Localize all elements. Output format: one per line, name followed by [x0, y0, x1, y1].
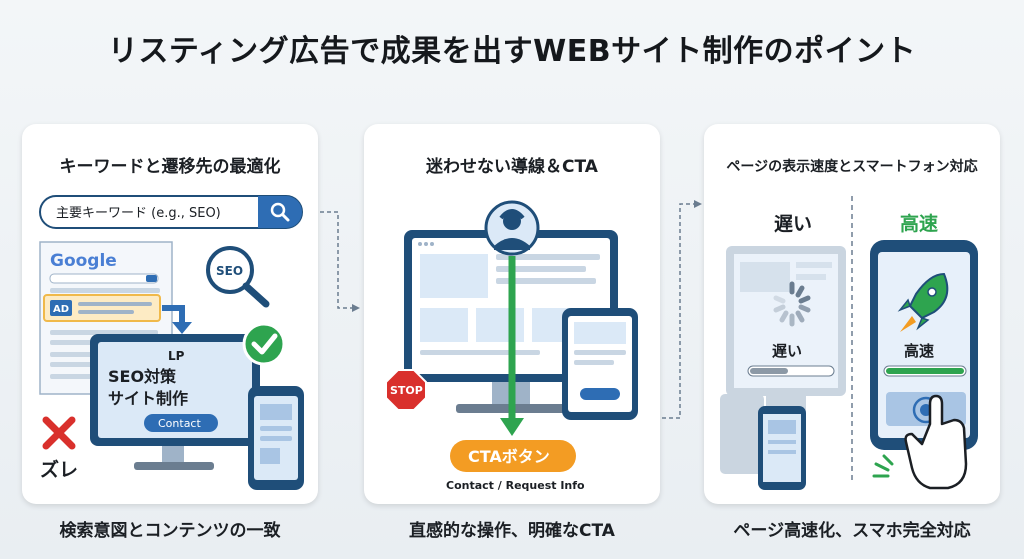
- mismatch-label: ズレ: [40, 458, 78, 481]
- ad-label: AD: [53, 304, 69, 315]
- lp-line1: SEO対策: [108, 367, 177, 386]
- loading-spinner-icon: [773, 281, 811, 327]
- lp-monitor: LP SEO対策 サイト制作 Contact: [90, 334, 260, 470]
- caption-speed: ページ高速化、スマホ完全対応: [733, 521, 971, 541]
- slow-smartphone: [758, 406, 806, 490]
- fast-label: 高速: [900, 212, 938, 235]
- panel-heading: 迷わせない導線＆CTA: [426, 157, 598, 177]
- tap-hand-icon: [904, 394, 968, 490]
- lp-line2: サイト制作: [108, 389, 188, 408]
- panel-heading: キーワードと遷移先の最適化: [59, 157, 281, 177]
- keyword-illustration: 主要キーワード (e.g., SEO) Google AD: [39, 195, 304, 490]
- tap-sparks-icon: [872, 454, 894, 478]
- magnifier-icon: SEO: [206, 246, 270, 308]
- seo-label: SEO: [216, 264, 243, 278]
- contact-button[interactable]: [144, 414, 218, 432]
- tablet-icon: [562, 308, 638, 420]
- fast-progress-fill: [886, 368, 964, 374]
- cta-illustration: STOP CTAボタン Contact / Request Info: [385, 200, 638, 492]
- google-logo: Google: [50, 251, 117, 271]
- smartphone-icon: [248, 386, 304, 490]
- caption-cta: 直感的な操作、明確なCTA: [409, 521, 615, 541]
- speed-illustration: 遅い 高速 遅い: [720, 196, 978, 490]
- stop-label: STOP: [390, 384, 423, 397]
- user-avatar-icon: [484, 200, 540, 256]
- arrow-ad-to-lp: [162, 305, 185, 324]
- search-placeholder: 主要キーワード (e.g., SEO): [56, 206, 221, 221]
- slow-label: 遅い: [774, 213, 812, 235]
- connector-arrow-1: [320, 211, 360, 312]
- slow-progress-fill: [750, 368, 788, 374]
- panel-navigation-cta: 迷わせない導線＆CTA: [364, 124, 660, 504]
- caption-keyword: 検索意図とコンテンツの一致: [59, 521, 281, 541]
- lp-label: LP: [168, 349, 185, 363]
- cta-button[interactable]: CTAボタン: [450, 440, 576, 472]
- rocket-icon: [897, 272, 949, 332]
- mismatch-x-icon: [42, 416, 76, 450]
- check-icon: [242, 322, 286, 366]
- stop-sign-icon: STOP: [385, 369, 427, 411]
- search-bar[interactable]: 主要キーワード (e.g., SEO): [39, 195, 303, 229]
- cta-button-label: CTAボタン: [468, 447, 550, 466]
- panel-heading: ページの表示速度とスマートフォン対応: [726, 159, 978, 175]
- panel-keyword-optimization: キーワードと遷移先の最適化 主要キーワード (e.g., SEO) Google…: [22, 124, 318, 504]
- fast-inner-label: 高速: [904, 342, 934, 360]
- panel-speed-mobile: ページの表示速度とスマートフォン対応 遅い 高速: [704, 124, 1000, 504]
- contact-label: Contact: [158, 417, 201, 430]
- search-icon[interactable]: [270, 202, 290, 222]
- connector-arrow-2: [662, 200, 702, 419]
- slow-desktop: [720, 246, 846, 474]
- cta-sub-label: Contact / Request Info: [446, 479, 585, 492]
- page-title: リスティング広告で成果を出すWEBサイト制作のポイント: [107, 34, 917, 69]
- slow-inner-label: 遅い: [772, 342, 802, 360]
